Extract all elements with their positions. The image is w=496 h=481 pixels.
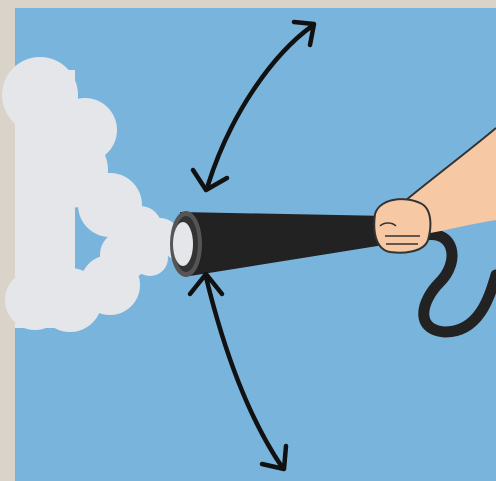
nozzle	[170, 211, 202, 277]
